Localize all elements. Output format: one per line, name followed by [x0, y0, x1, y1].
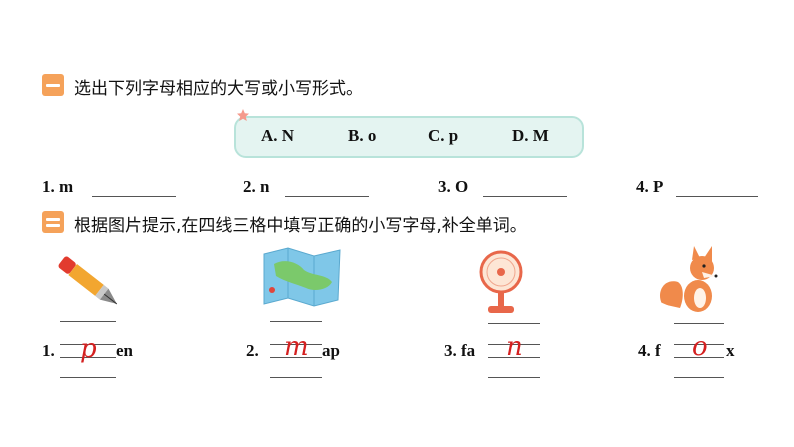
grid-line: [674, 344, 724, 345]
answer-blank-1-1[interactable]: [92, 196, 176, 197]
answer-blank-1-4[interactable]: [676, 196, 758, 197]
word-2-after: ap: [322, 341, 340, 360]
pen-icon: [50, 252, 130, 319]
section-two-badge: [42, 211, 64, 233]
answer-blank-1-3[interactable]: [483, 196, 567, 197]
word-1-after: en: [116, 341, 133, 360]
option-d: D. M: [512, 126, 549, 145]
options-box: [234, 116, 584, 158]
option-c: C. p: [428, 126, 459, 145]
grid-line: [674, 323, 724, 324]
grid-line: [674, 377, 724, 378]
section-one-title: 选出下列字母相应的大写或小写形式。: [74, 79, 363, 99]
grid-line: [270, 344, 322, 345]
word-3-before: fa: [461, 341, 476, 360]
word-4-before: f: [655, 341, 661, 360]
fox-icon: [654, 246, 730, 319]
grid-line: [488, 377, 540, 378]
answer-blank-1-2[interactable]: [285, 196, 369, 197]
word-4-num: 4.: [638, 341, 651, 360]
fan-icon: [476, 250, 526, 321]
grid-line: [270, 377, 322, 378]
grid-line: [674, 357, 724, 358]
section-two-title: 根据图片提示,在四线三格中填写正确的小写字母,补全单词。: [74, 216, 527, 236]
word-3-num: 3.: [444, 341, 457, 360]
word-3-answer[interactable]: n: [506, 332, 523, 362]
grid-line: [270, 357, 322, 358]
grid-line: [488, 344, 540, 345]
question-1-2: 2. n: [243, 177, 270, 196]
word-4-answer[interactable]: o: [692, 332, 708, 362]
word-4-number: 4. f: [638, 341, 661, 361]
grid-line: [60, 344, 116, 345]
grid-line: [60, 377, 116, 378]
grid-line: [60, 357, 116, 358]
word-4-after: x: [726, 341, 735, 360]
word-1-number: 1.: [42, 341, 55, 360]
grid-line: [488, 357, 540, 358]
option-b: B. o: [348, 126, 377, 145]
grid-line: [270, 321, 322, 322]
question-1-3: 3. O: [438, 177, 469, 196]
question-1-4: 4. P: [636, 177, 664, 196]
star-icon: [236, 108, 250, 127]
option-a: A. N: [261, 126, 295, 145]
grid-line: [60, 321, 116, 322]
word-2-number: 2.: [246, 341, 259, 360]
word-3-number: 3. fa: [444, 341, 475, 361]
word-2-answer[interactable]: m: [284, 332, 309, 362]
section-one-badge: [42, 74, 64, 96]
grid-line: [488, 323, 540, 324]
map-icon: [262, 246, 342, 313]
question-1-1: 1. m: [42, 177, 74, 196]
word-1-answer[interactable]: p: [80, 334, 97, 364]
